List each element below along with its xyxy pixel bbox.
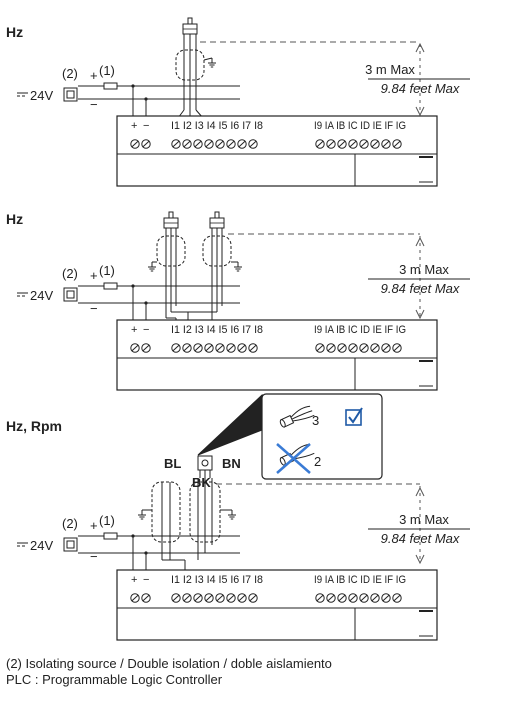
- inputs-right: I9 IA IB IC ID IE IF IG: [314, 120, 406, 132]
- section-2-title: Hz: [6, 211, 23, 227]
- power-voltage: 24V: [30, 538, 53, 553]
- distance-metric: 3 m Max: [399, 262, 449, 277]
- fuse-icon: [103, 82, 118, 90]
- ground-icon: [207, 57, 217, 68]
- power-plus: +: [90, 268, 98, 283]
- footnote-isolation: (2) Isolating source / Double isolation …: [6, 656, 332, 671]
- plc-module: + − I1 I2 I3 I4 I5 I6 I7 I8 I9 IA IB IC …: [117, 570, 437, 640]
- terminal-plus: +: [131, 120, 137, 132]
- fuse-ref: (1): [99, 263, 115, 278]
- inputs-left: I1 I2 I3 I4 I5 I6 I7 I8: [171, 120, 263, 132]
- fuse-icon: [103, 532, 118, 540]
- checkbox-check-icon: [345, 407, 363, 426]
- inset-correct-label: 3: [312, 413, 319, 428]
- connector-good-icon: [279, 405, 315, 428]
- cross-icon: [276, 443, 311, 474]
- footnote-plc: PLC : Programmable Logic Controller: [6, 672, 223, 687]
- inset-panel: [261, 393, 383, 480]
- power-minus: −: [90, 549, 98, 564]
- inputs-left: I1 I2 I3 I4 I5 I6 I7 I8: [171, 574, 263, 586]
- ground-icon: [147, 261, 157, 272]
- plc-module: + − I1 I2 I3 I4 I5 I6 I7 I8 I9 IA IB IC …: [117, 116, 437, 186]
- section-1: Hz 24V (2) + (1) − 3 m Max 9.84 feet M: [6, 17, 470, 186]
- sensor-icon: [163, 211, 179, 229]
- fuse-icon: [103, 282, 118, 290]
- inputs-left: I1 I2 I3 I4 I5 I6 I7 I8: [171, 324, 263, 336]
- terminal-plus: +: [131, 324, 137, 336]
- power-note-ref: (2): [62, 266, 78, 281]
- power-note-ref: (2): [62, 66, 78, 81]
- power-minus: −: [90, 97, 98, 112]
- power-voltage: 24V: [30, 288, 53, 303]
- distance-imperial: 9.84 feet Max: [381, 531, 460, 546]
- section-1-title: Hz: [6, 24, 23, 40]
- distance-imperial: 9.84 feet Max: [381, 81, 460, 96]
- ground-icon: [137, 509, 147, 520]
- inputs-right: I9 IA IB IC ID IE IF IG: [314, 574, 406, 586]
- power-plus: +: [90, 518, 98, 533]
- sensor-icon: [182, 17, 198, 35]
- power-note-ref: (2): [62, 516, 78, 531]
- sensor-icon: [209, 211, 225, 229]
- distance-metric: 3 m Max: [365, 62, 415, 77]
- power-minus: −: [90, 301, 98, 316]
- section-3-title: Hz, Rpm: [6, 418, 62, 434]
- inset-wrong-label: 2: [314, 454, 321, 469]
- shield-icon: [151, 481, 181, 543]
- power-plus: +: [90, 68, 98, 83]
- section-3: Hz, Rpm 3 2 BL BK BN: [6, 393, 470, 640]
- inputs-right: I9 IA IB IC ID IE IF IG: [314, 324, 406, 336]
- distance-imperial: 9.84 feet Max: [381, 281, 460, 296]
- terminal-minus: −: [143, 120, 149, 132]
- fuse-ref: (1): [99, 513, 115, 528]
- terminal-minus: −: [143, 324, 149, 336]
- plc-module: + − I1 I2 I3 I4 I5 I6 I7 I8 I9 IA IB IC …: [117, 320, 437, 390]
- distance-metric: 3 m Max: [399, 512, 449, 527]
- power-voltage: 24V: [30, 88, 53, 103]
- ground-icon: [227, 509, 237, 520]
- terminal-plus: +: [131, 574, 137, 586]
- sensor-icon: [197, 455, 213, 471]
- section-2: Hz 24V (2) + (1) −: [6, 211, 470, 390]
- ground-icon: [233, 261, 243, 272]
- terminal-minus: −: [143, 574, 149, 586]
- fuse-ref: (1): [99, 63, 115, 78]
- wire-label-brown: BN: [222, 456, 241, 471]
- wire-label-blue: BL: [164, 456, 181, 471]
